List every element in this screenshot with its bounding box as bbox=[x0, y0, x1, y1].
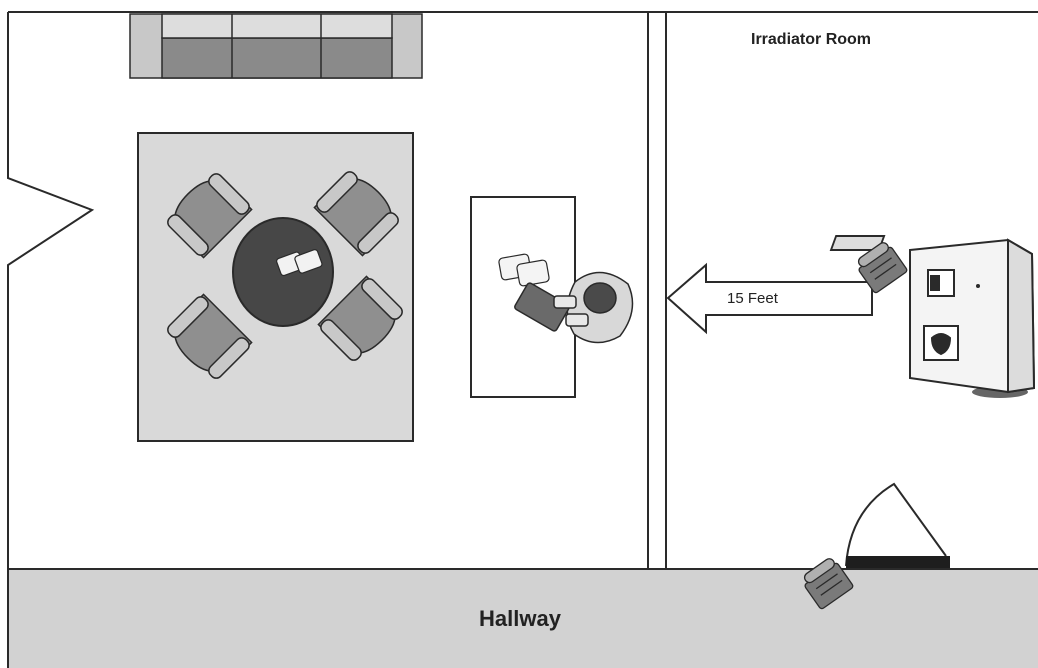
hallway-area bbox=[8, 568, 1038, 668]
distance-label: 15 Feet bbox=[727, 290, 779, 307]
chair-icon bbox=[317, 275, 403, 361]
telephone-icon bbox=[857, 242, 908, 294]
chair-icon bbox=[167, 173, 253, 259]
outer-walls bbox=[7, 11, 1038, 668]
telephone-icon bbox=[803, 558, 854, 610]
telephone-icon bbox=[276, 249, 323, 277]
person-icon bbox=[514, 271, 634, 344]
room-title: Irradiator Room bbox=[751, 31, 871, 48]
telephone-icon bbox=[498, 253, 550, 287]
irradiator-icon bbox=[829, 235, 1036, 398]
arrow-left-icon bbox=[666, 262, 873, 335]
hallway-label: Hallway bbox=[479, 606, 562, 631]
chair-icon bbox=[167, 293, 253, 379]
dividing-wall bbox=[647, 12, 667, 569]
door-swing-icon bbox=[845, 482, 950, 568]
chair-icon bbox=[313, 171, 399, 257]
sofa-icon bbox=[129, 13, 423, 79]
